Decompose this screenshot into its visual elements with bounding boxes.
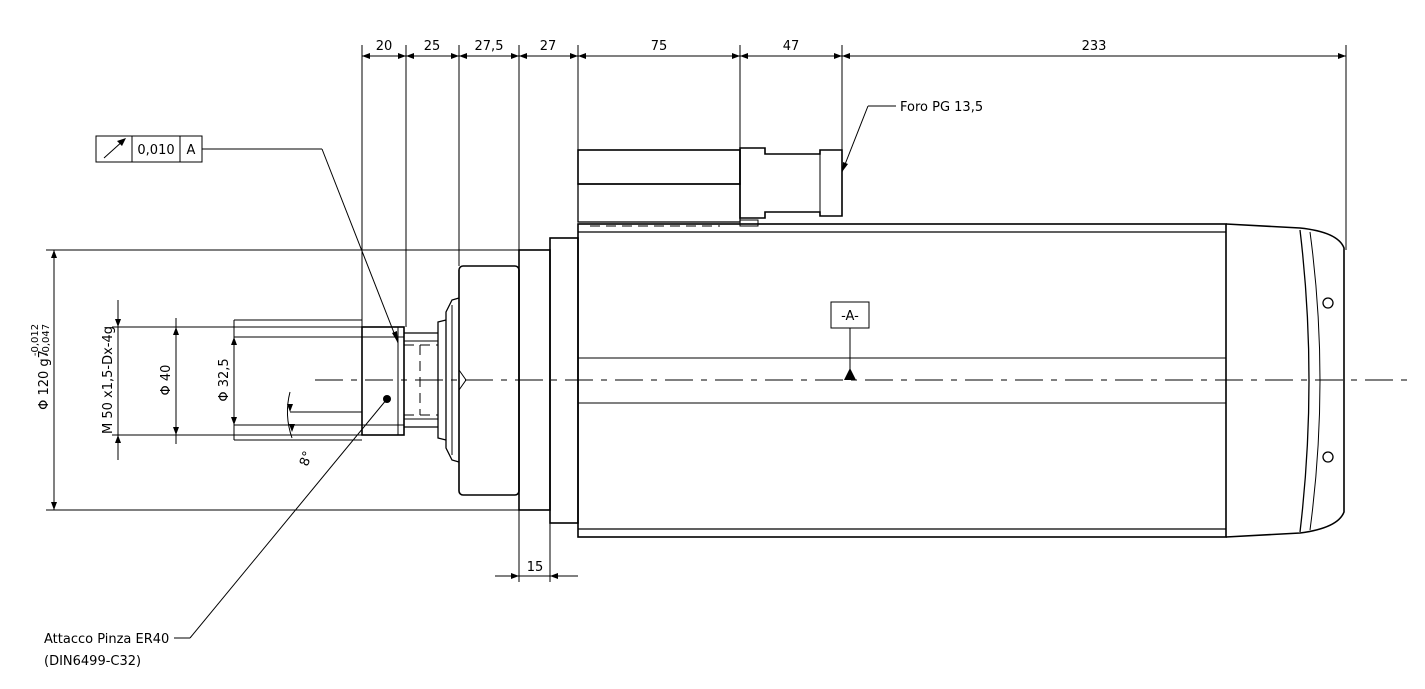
bottom-dimension-lines [495,510,578,582]
dimension-233: 233 [1082,39,1107,54]
dimension-27-5: 27,5 [475,39,504,54]
top-dimension-lines [361,45,1347,327]
attacco-label-1: Attacco Pinza ER40 [44,632,169,647]
dimension-27: 27 [540,39,557,54]
datum-label: -A- [841,309,859,324]
tolerance-frame [95,135,399,344]
runout-arrow-icon [103,138,126,159]
tolerance-upper: -0,012 [30,324,41,356]
datum-a [830,301,870,380]
dimension-25: 25 [424,39,441,54]
spindle-body [361,147,1345,538]
thread-label: M 50 x1,5-Dx-4g [101,326,116,434]
attacco-label-2: (DIN6499-C32) [44,654,141,669]
diameter-120-label: Φ 120 g7 [37,350,52,410]
angle-label: 8° [297,449,316,468]
diameter-40-label: Φ 40 [159,365,174,396]
foro-label: Foro PG 13,5 [900,100,983,115]
dimension-20: 20 [376,39,393,54]
diameter-32-5-label: Φ 32,5 [217,358,232,401]
dimension-15: 15 [527,560,544,575]
attacco-leader [174,398,388,639]
foro-leader [841,105,896,173]
left-dimension-lines [46,249,519,511]
tolerance-datum-ref: A [187,143,196,158]
tolerance-lower: -0,047 [41,324,52,356]
dimension-75: 75 [651,39,668,54]
tolerance-value: 0,010 [137,143,174,158]
dimension-47: 47 [783,39,800,54]
